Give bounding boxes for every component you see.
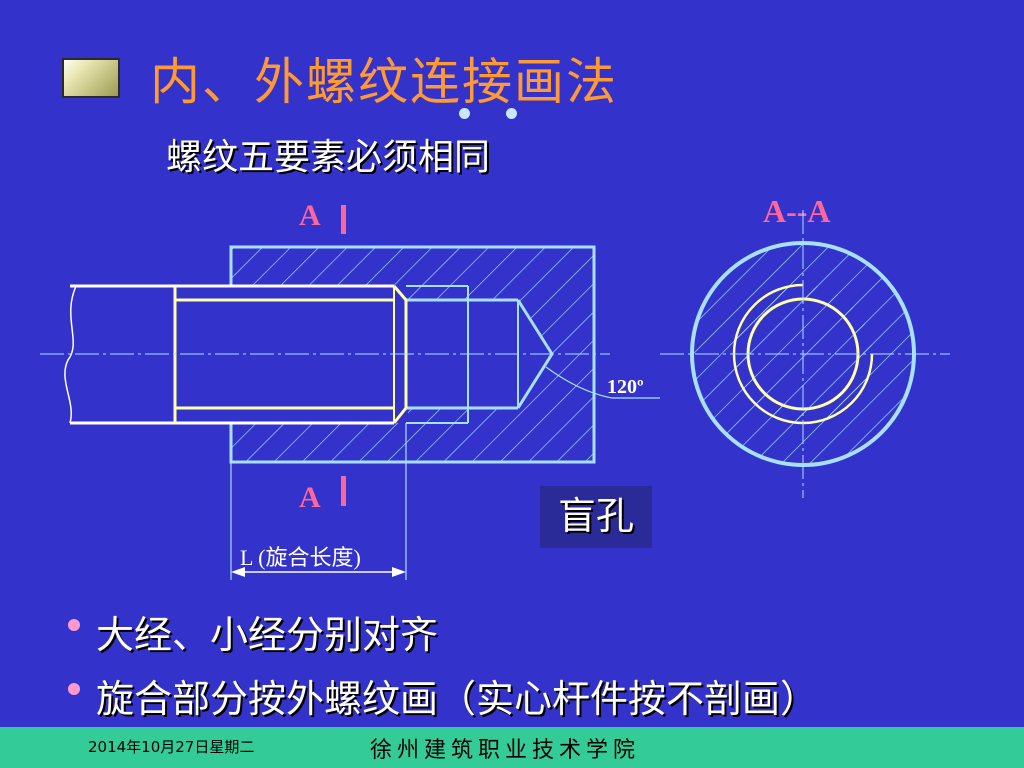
emphasis-dot — [506, 108, 517, 119]
footer-bar — [0, 727, 1024, 768]
engagement-length-dimension: L (旋合长度) — [230, 423, 407, 580]
length-label: L (旋合长度) — [240, 545, 361, 570]
slide-title: 内、外螺纹连接画法 — [150, 53, 618, 111]
slide-subtitle: 螺纹五要素必须相同 — [166, 137, 491, 178]
external-thread-bolt — [64, 284, 408, 425]
bullet-dot-icon — [68, 618, 80, 631]
bullet-text: 大经、小经分别对齐 — [96, 613, 439, 657]
title-marker-square — [62, 58, 120, 98]
section-cut-mark-bottom — [341, 476, 346, 506]
section-view-a-a: A--A — [660, 193, 950, 498]
thread-connection-drawing: A A 120º L (旋合长度) A--A — [40, 193, 950, 580]
angle-annotation: 120º — [545, 366, 660, 399]
footer-school-name: 徐州建筑职业技术学院 — [370, 738, 641, 763]
section-mark-label-bottom: A — [299, 481, 321, 514]
footer-date: 2014年10月27日星期二 — [88, 738, 255, 756]
section-mark-label-top: A — [299, 199, 321, 232]
angle-label: 120º — [607, 376, 644, 398]
bullet-dot-icon — [68, 682, 80, 695]
emphasis-dot — [459, 108, 470, 119]
blind-hole-label: 盲孔 — [540, 486, 652, 548]
bullet-text: 旋合部分按外螺纹画（实心杆件按不剖画） — [96, 677, 819, 721]
section-cut-mark-top — [341, 205, 346, 234]
bullet-item: 大经、小经分别对齐 — [68, 604, 438, 659]
bullet-item: 旋合部分按外螺纹画（实心杆件按不剖画） — [68, 668, 818, 723]
section-view-label: A--A — [763, 193, 831, 229]
